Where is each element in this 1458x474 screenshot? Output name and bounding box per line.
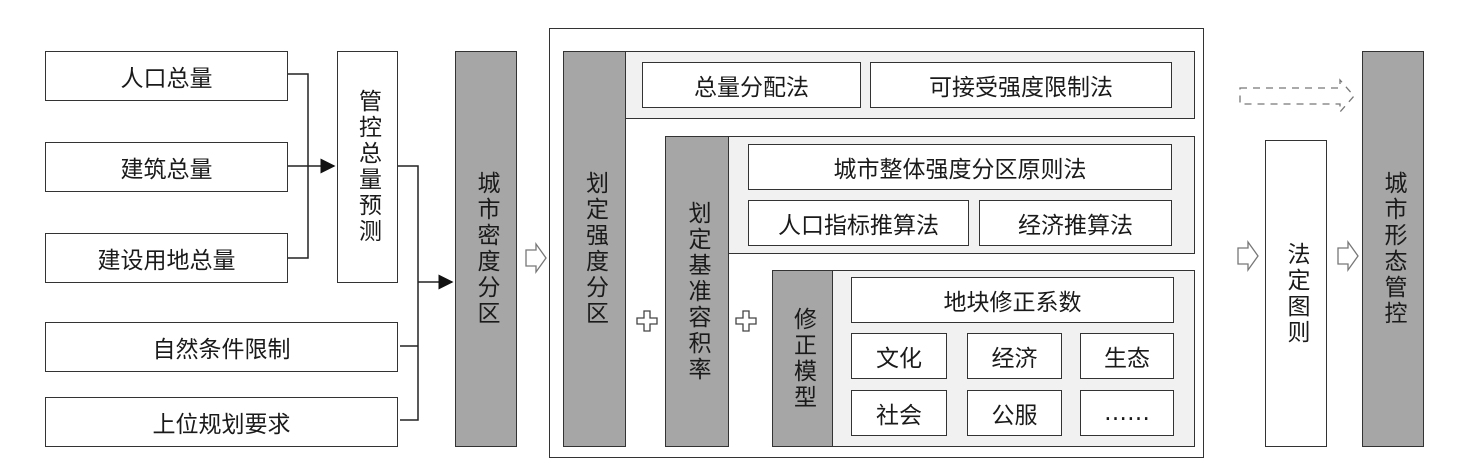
label: 经济: [991, 346, 1038, 372]
arrow-dashed-to-form: [1239, 78, 1355, 114]
input-population-total: 人口总量: [45, 51, 288, 101]
correction-model-box: 修正模型: [772, 270, 833, 447]
factor-ecology: 生态: [1080, 333, 1174, 379]
label: 城市整体强度分区原则法: [833, 157, 1087, 183]
plus-icon-1: [636, 310, 658, 332]
label: 总量分配法: [694, 75, 809, 101]
factor-public-service: 公服: [967, 390, 1062, 436]
statutory-plan-box: 法定图则: [1265, 140, 1327, 447]
label: 建筑总量: [120, 157, 213, 183]
intensity-zoning-box: 划定强度分区: [563, 51, 626, 447]
main-panel: [549, 28, 1204, 458]
method-population-indicator: 人口指标推算法: [748, 200, 969, 246]
label: 自然条件限制: [152, 337, 291, 363]
arrow-statutory-to-form: [1337, 239, 1359, 273]
benchmark-far-box: 划定基准容积率: [665, 136, 729, 447]
plus-icon-2: [735, 310, 757, 332]
factor-culture: 文化: [851, 333, 947, 379]
intensity-zoning-label: 划定强度分区: [581, 171, 608, 327]
factor-ellipsis: ……: [1080, 390, 1174, 436]
inputs-bracket-top: [288, 73, 336, 259]
label: 社会: [876, 403, 922, 429]
method-acceptable-intensity-limit: 可接受强度限制法: [870, 62, 1172, 108]
factor-economy: 经济: [967, 333, 1062, 379]
arrow-panel-to-statutory: [1237, 239, 1259, 273]
plus-signs: [636, 310, 757, 332]
input-building-total: 建筑总量: [45, 142, 288, 192]
urban-form-control-box: 城市形态管控: [1362, 51, 1424, 447]
input-upper-planning-requirements: 上位规划要求: [45, 397, 398, 447]
label: 建设用地总量: [97, 248, 236, 274]
correction-model-label: 修正模型: [789, 306, 816, 411]
urban-density-zoning-label: 城市密度分区: [473, 171, 499, 327]
label: 地块修正系数: [943, 290, 1082, 316]
label: 文化: [876, 346, 922, 372]
statutory-plan-label: 法定图则: [1283, 241, 1309, 346]
arrow-density-to-intensity: [525, 241, 547, 275]
label: 上位规划要求: [152, 412, 291, 438]
label: 人口指标推算法: [778, 213, 939, 239]
control-total-forecast-box: 管控总量预测: [337, 51, 398, 283]
benchmark-far-label: 划定基准容积率: [684, 200, 710, 383]
label: 生态: [1104, 346, 1150, 372]
label: 经济推算法: [1018, 213, 1133, 239]
factor-society: 社会: [851, 390, 947, 436]
forecast-to-density-connector: [398, 165, 454, 421]
urban-density-zoning-box: 城市密度分区: [455, 51, 517, 447]
input-construction-land-total: 建设用地总量: [45, 233, 288, 283]
label: ……: [1104, 400, 1150, 426]
control-total-forecast-label: 管控总量预测: [354, 89, 381, 245]
method-economic-calculation: 经济推算法: [979, 200, 1172, 246]
method-overall-zoning-principle: 城市整体强度分区原则法: [748, 144, 1172, 190]
urban-form-control-label: 城市形态管控: [1380, 171, 1406, 327]
label: 公服: [991, 403, 1038, 429]
input-natural-conditions-limit: 自然条件限制: [45, 322, 398, 372]
label: 可接受强度限制法: [929, 75, 1113, 101]
plot-correction-coefficient: 地块修正系数: [851, 277, 1174, 323]
hollow-arrows: [525, 78, 1359, 275]
label: 人口总量: [120, 66, 213, 92]
method-total-allocation: 总量分配法: [642, 62, 861, 108]
